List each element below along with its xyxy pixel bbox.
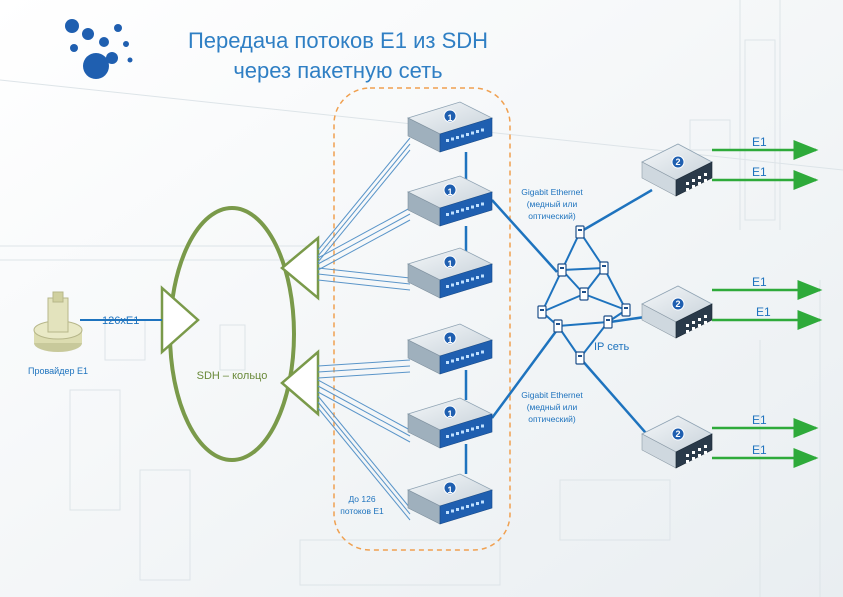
e1-label-3: E1 bbox=[752, 275, 767, 289]
e1-output-arrows bbox=[712, 140, 823, 468]
title-line-2: через пакетную сеть bbox=[233, 58, 443, 83]
device-2c-badge: 2 bbox=[675, 429, 680, 439]
e1-label-5: E1 bbox=[752, 413, 767, 427]
ge-top-line3: оптический) bbox=[528, 211, 576, 221]
ge-bottom-line1: Gigabit Ethernet bbox=[521, 390, 583, 400]
sdh-ring-label: SDH – кольцо bbox=[197, 370, 268, 382]
e1-label-2: E1 bbox=[752, 165, 767, 179]
ge-bottom-line3: оптический) bbox=[528, 414, 576, 424]
ge-top-line1: Gigabit Ethernet bbox=[521, 187, 583, 197]
network-links bbox=[464, 152, 653, 474]
switch-1a-badge: 1 bbox=[447, 113, 452, 123]
e1-label-6: E1 bbox=[752, 443, 767, 457]
switch-1d-badge: 1 bbox=[447, 335, 452, 345]
sdh-tributary-lines bbox=[317, 137, 411, 521]
ge-bottom-line2: (медный или bbox=[527, 402, 578, 412]
sdh-node-lower bbox=[280, 349, 320, 417]
ip-net-label: IP сеть bbox=[594, 341, 630, 353]
page-title: Передача потоков E1 из SDH через пакетну… bbox=[128, 26, 548, 86]
switch-1f-badge: 1 bbox=[447, 485, 452, 495]
provider-label: Провайдер E1 bbox=[28, 366, 88, 376]
switch-1b-badge: 1 bbox=[447, 187, 452, 197]
trunk-label: 126xE1 bbox=[102, 315, 139, 327]
title-line-1: Передача потоков E1 из SDH bbox=[187, 28, 489, 53]
limit-line1: До 126 bbox=[348, 494, 375, 504]
limit-line2: потоков E1 bbox=[340, 506, 384, 516]
ge-top-line2: (медный или bbox=[527, 199, 578, 209]
provider-icon bbox=[33, 291, 83, 352]
device-2b-badge: 2 bbox=[675, 299, 680, 309]
e1-label-1: E1 bbox=[752, 135, 767, 149]
switch-1e-badge: 1 bbox=[447, 409, 452, 419]
device-2a-badge: 2 bbox=[675, 157, 680, 167]
switch-group-border bbox=[333, 87, 511, 551]
switch-1c-badge: 1 bbox=[447, 259, 452, 269]
e1-label-4: E1 bbox=[756, 305, 771, 319]
company-logo bbox=[65, 19, 133, 79]
